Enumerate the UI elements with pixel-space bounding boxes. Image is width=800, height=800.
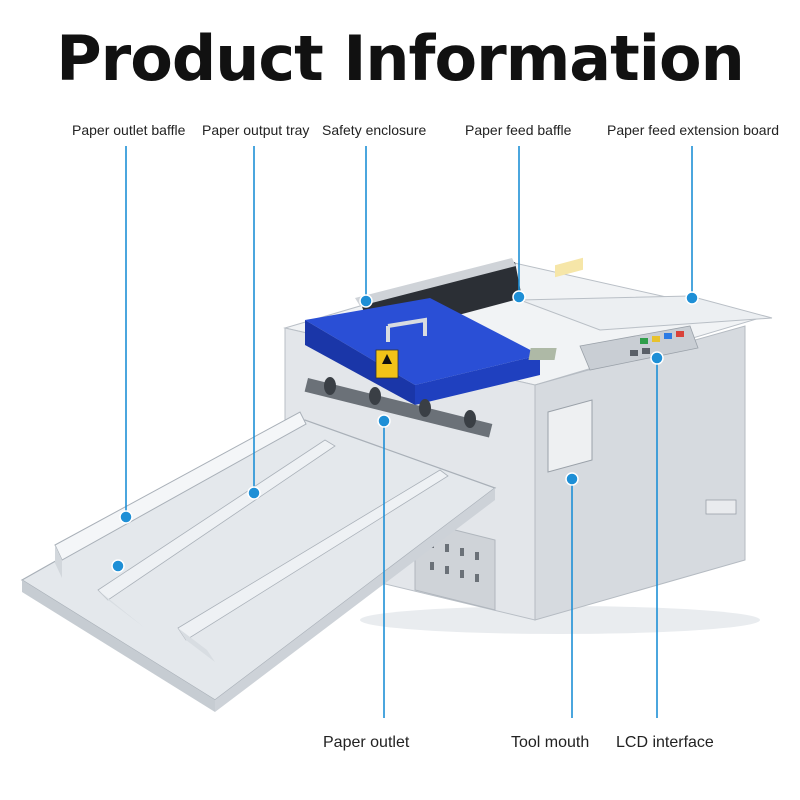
safety-enclosure-side <box>415 355 540 405</box>
dot-paper-outlet-baffle <box>119 510 133 524</box>
page-title: Product Information <box>56 22 745 95</box>
dot-lcd-interface <box>650 351 664 365</box>
enclosure-handle <box>386 317 427 342</box>
dot-safety-enclosure <box>359 294 373 308</box>
roller-shaft <box>304 378 493 438</box>
dot-tray-guide <box>111 559 125 573</box>
paper-output-tray-front-edge <box>215 488 495 712</box>
paper-outlet-baffle <box>54 411 307 561</box>
paper-feed-baffle-edge <box>355 258 516 306</box>
safety-enclosure-front <box>305 320 415 405</box>
dot-paper-feed-extension-board <box>685 291 699 305</box>
label-paper-feed-baffle: Paper feed baffle <box>465 122 572 138</box>
label-lcd-interface: LCD interface <box>616 734 714 751</box>
dot-paper-feed-baffle <box>512 290 526 304</box>
safety-enclosure-top <box>305 298 540 385</box>
label-paper-outlet-baffle: Paper outlet baffle <box>72 122 186 138</box>
roller-wheels <box>324 377 476 428</box>
label-tool-mouth: Tool mouth <box>511 734 590 751</box>
dot-paper-outlet <box>377 414 391 428</box>
callout-dots <box>111 290 699 573</box>
tray-guide-right-stop <box>178 628 215 662</box>
lcd-screen <box>528 348 557 360</box>
tool-mouth-sticker <box>555 257 583 278</box>
label-safety-enclosure: Safety enclosure <box>322 122 427 138</box>
floor-shadow <box>360 606 760 634</box>
panel-buttons <box>630 331 684 356</box>
dot-tool-mouth <box>565 472 579 486</box>
label-paper-outlet: Paper outlet <box>323 734 410 751</box>
paper-output-tray-edge <box>22 580 215 712</box>
tray-guide-right <box>177 469 449 641</box>
tool-mouth-plate <box>547 399 593 473</box>
callout-lines <box>125 146 693 718</box>
paper-feed-extension-board <box>519 295 773 331</box>
brand-plate <box>705 499 737 515</box>
warning-sticker-symbol <box>382 354 392 364</box>
label-paper-feed-extension-board: Paper feed extension board <box>607 122 780 138</box>
dot-paper-output-tray <box>247 486 261 500</box>
label-paper-output-tray: Paper output tray <box>202 122 310 138</box>
paper-outlet-baffle-wall <box>55 545 62 578</box>
